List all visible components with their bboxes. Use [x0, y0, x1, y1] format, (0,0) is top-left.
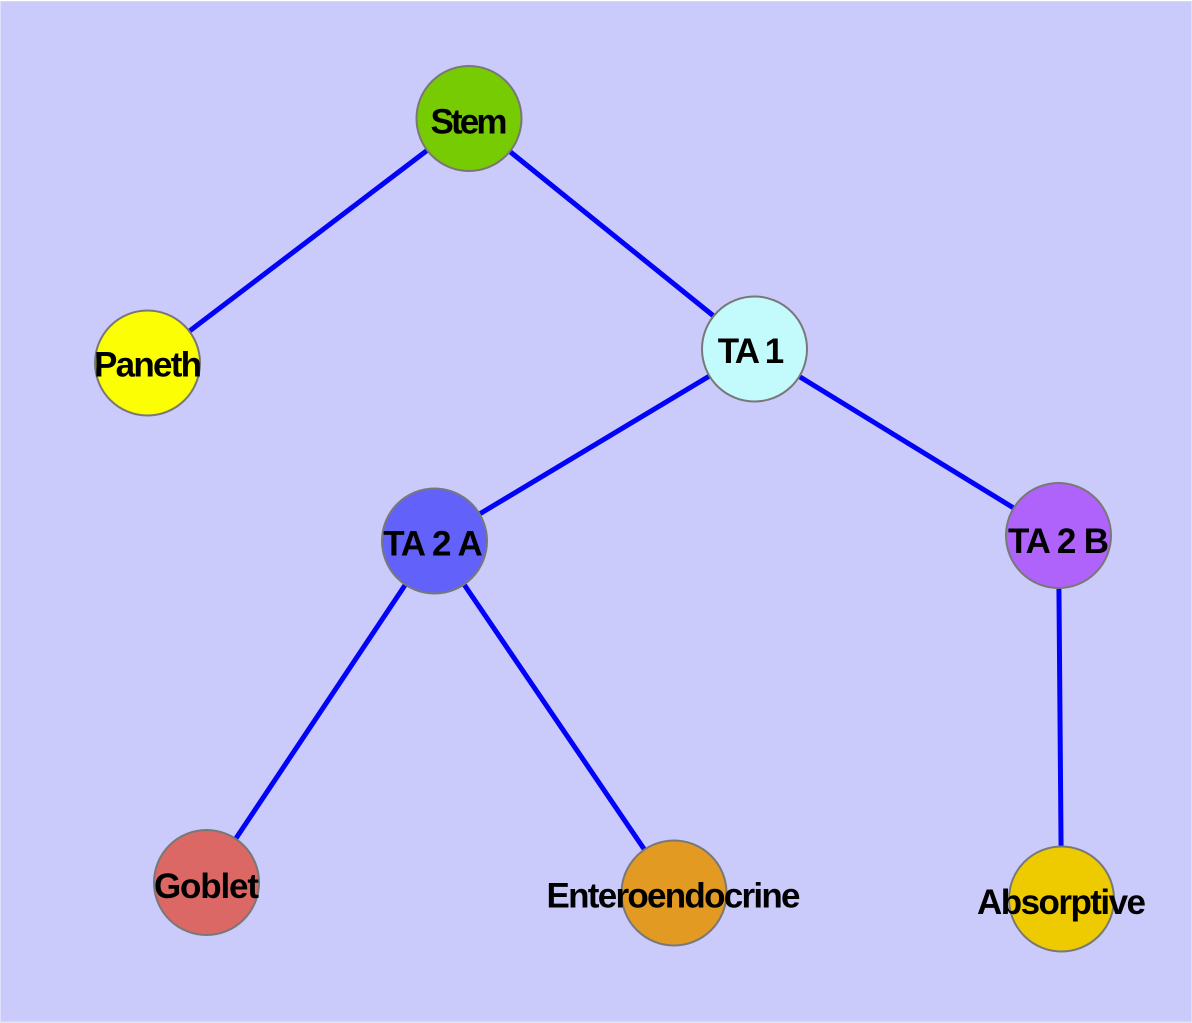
- svg-text:Enteroendocrine: Enteroendocrine: [547, 877, 801, 916]
- svg-text:TA 2 A: TA 2 A: [383, 525, 483, 564]
- svg-text:Goblet: Goblet: [154, 867, 259, 906]
- svg-text:TA 1: TA 1: [718, 332, 785, 371]
- svg-text:Paneth: Paneth: [94, 345, 202, 384]
- svg-text:TA 2 B: TA 2 B: [1008, 522, 1109, 561]
- svg-text:Absorptive: Absorptive: [977, 883, 1146, 922]
- svg-text:Stem: Stem: [431, 102, 508, 141]
